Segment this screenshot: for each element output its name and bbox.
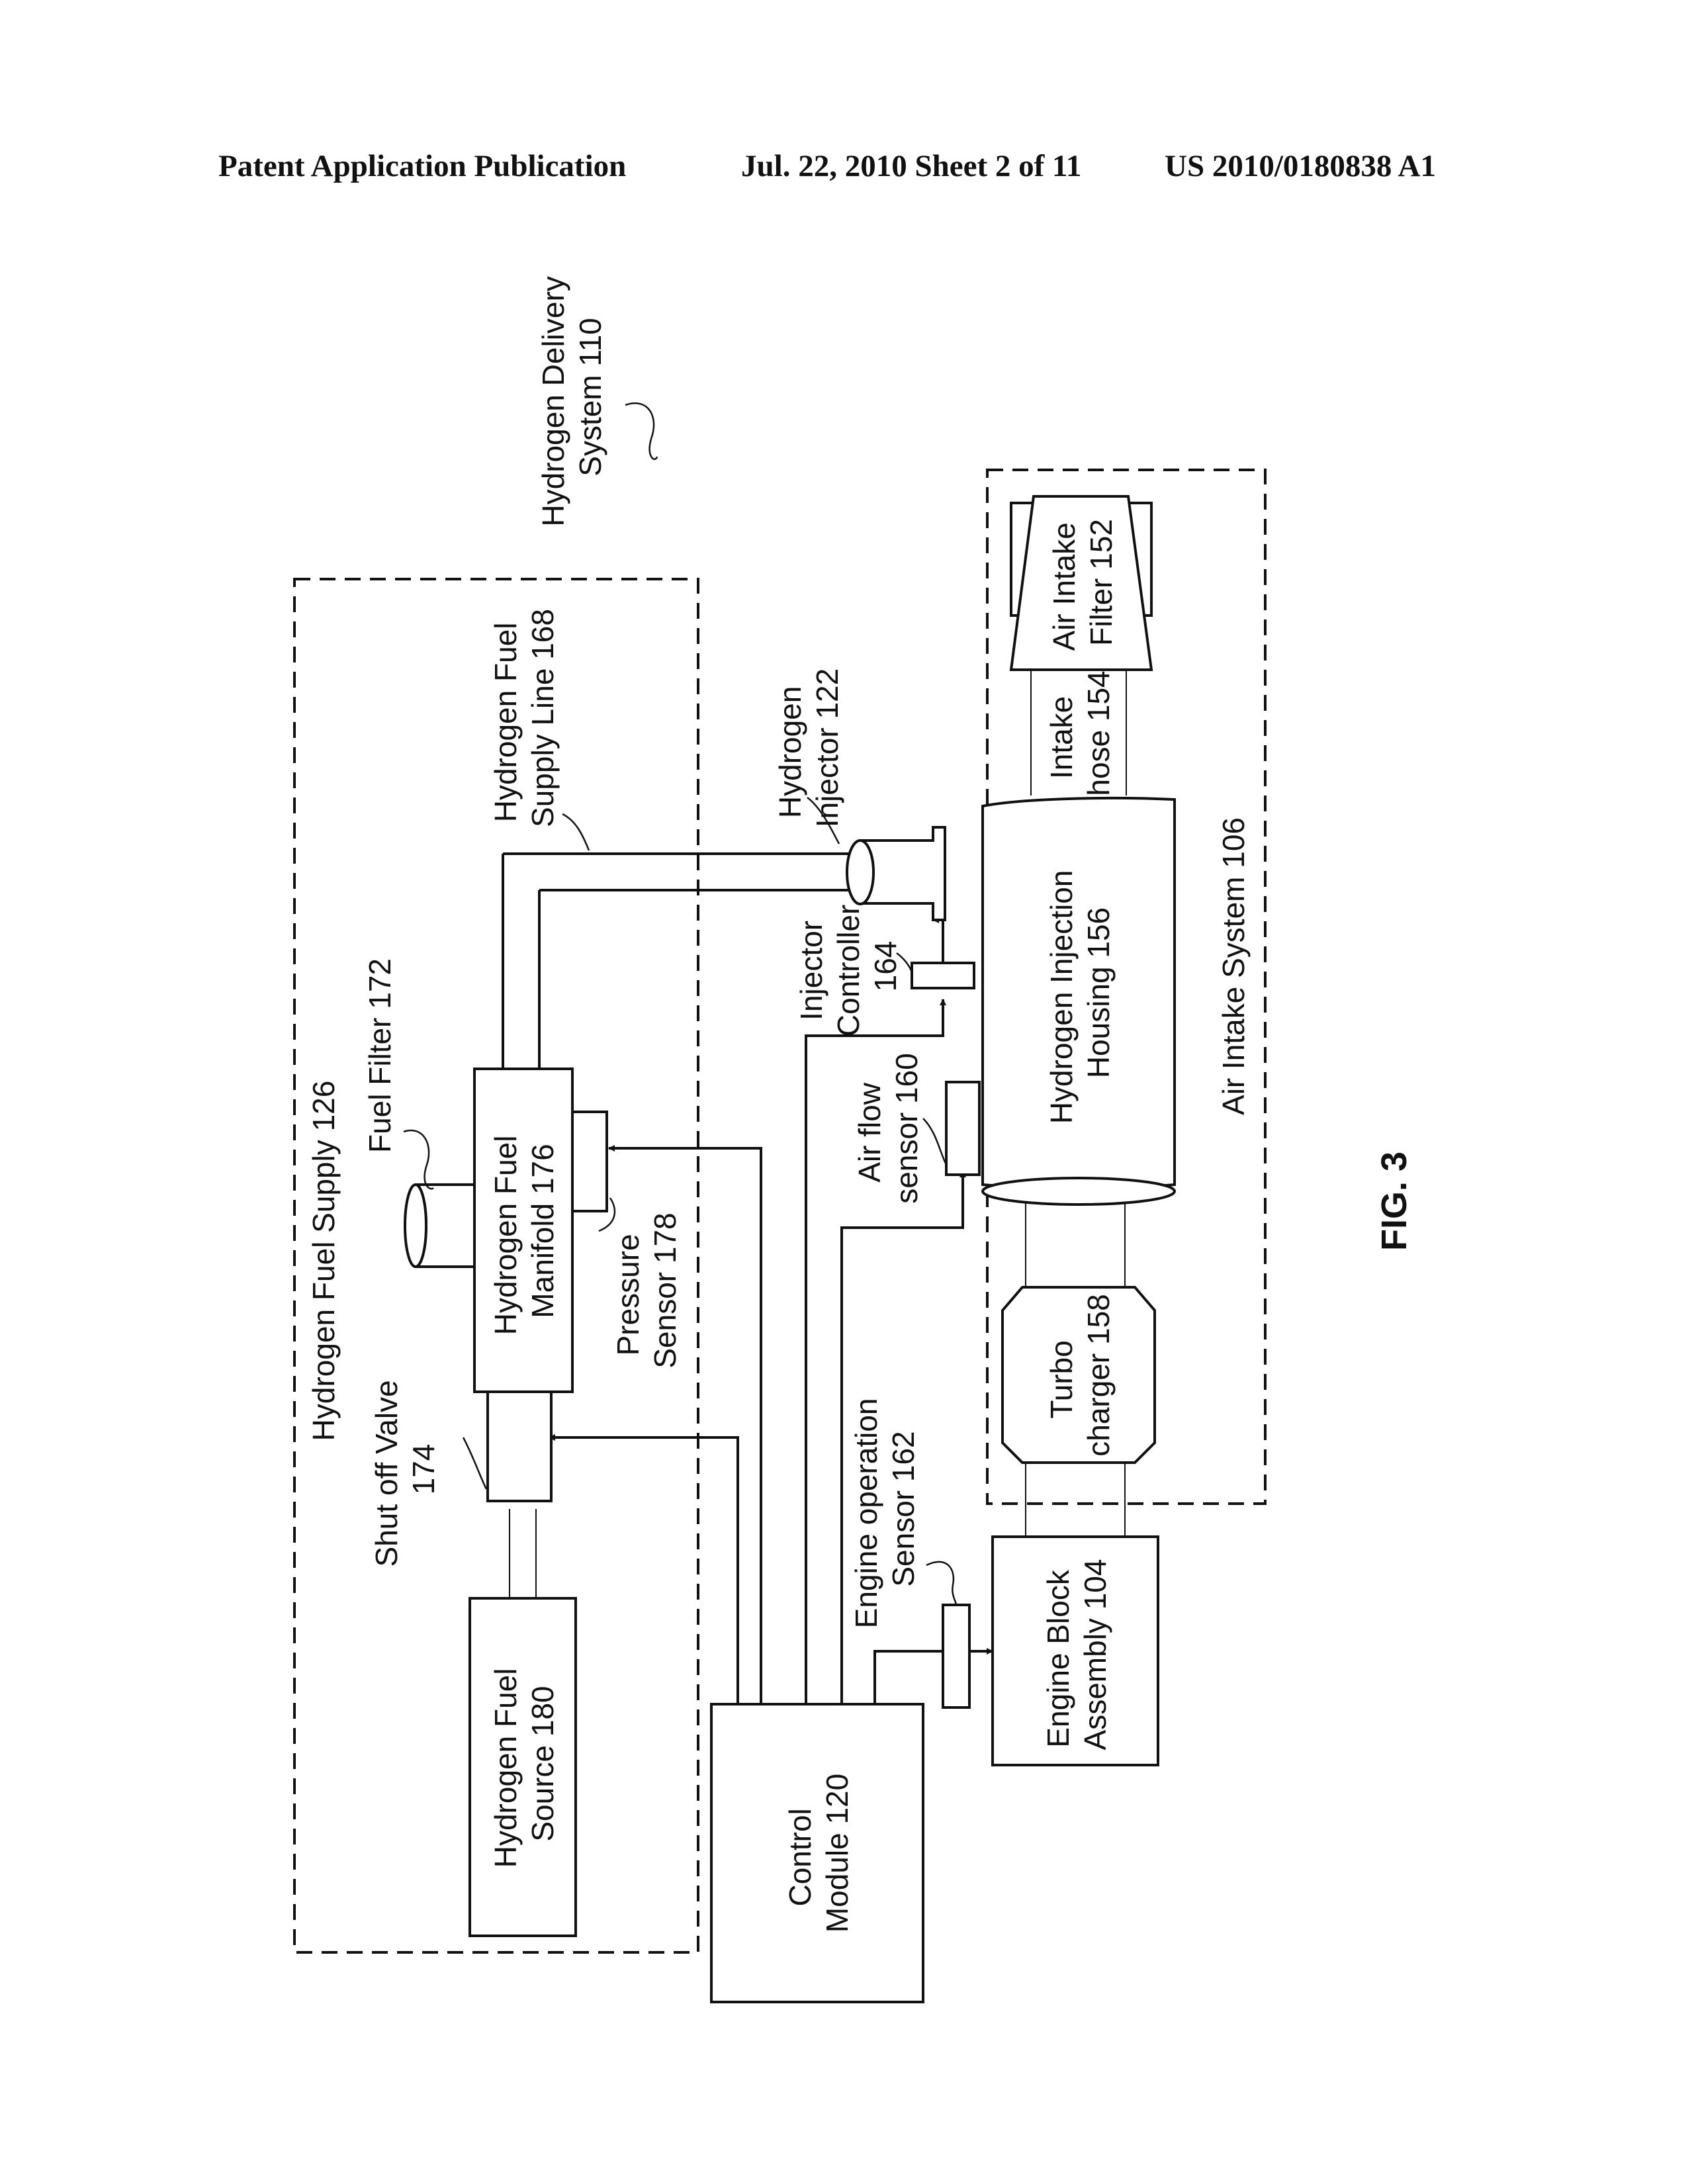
engine-block-assembly-box [993,1537,1158,1765]
hydrogen-injection-housing-end [983,1178,1175,1205]
air-flow-sensor-box [946,1082,979,1175]
hydrogen-injector-end [847,841,873,904]
air-flow-sensor-label: Air flow sensor 160 [852,1053,924,1204]
injector-controller-box [912,963,974,988]
hydrogen-injector-label: Hydrogen Injector 122 [773,668,844,827]
air-intake-system-label: Air Intake System 106 [1216,817,1251,1115]
shut-off-valve-box [488,1392,551,1501]
engine-operation-sensor-leader [926,1562,956,1605]
pressure-sensor-label: Pressure Sensor 178 [611,1212,682,1368]
engine-operation-sensor-line [875,1651,993,1704]
fuel-filter-label: Fuel Filter 172 [363,958,397,1153]
intake-hose-label: Intake hose 154 [1044,670,1116,796]
hydrogen-fuel-source-box [470,1598,576,1936]
engine-operation-sensor-box [943,1605,969,1707]
hydrogen-fuel-supply-line-label: Hydrogen Fuel Supply Line 168 [488,609,560,827]
turbo-charger-box [1003,1287,1155,1463]
pressure-sensor-box [572,1112,607,1211]
hydrogen-fuel-supply-line-leader [562,814,589,850]
fuel-filter-cylinder-end [405,1185,426,1267]
air-intake-filter-trapezoid [1011,496,1151,670]
engine-operation-sensor-label: Engine operation Sensor 162 [849,1390,920,1629]
injector-controller-to-injector-line [933,920,943,963]
air-flow-sensor-leader [923,1118,946,1165]
hydrogen-delivery-system-label: Hydrogen Delivery System 110 [536,267,607,526]
shut-off-valve-label: Shut off Valve 174 [369,1372,441,1567]
injector-controller-label: Injector Controller 164 [794,896,903,1036]
control-module-box [711,1704,923,2002]
shut-off-valve-leader [463,1437,486,1489]
figure-caption: FIG. 3 [1374,1152,1414,1251]
hydrogen-fuel-supply-label: Hydrogen Fuel Supply 126 [306,1081,341,1441]
hydrogen-delivery-system-leader [625,403,657,459]
shut-off-valve-control-line [549,1437,738,1704]
fuel-filter-leader [404,1130,433,1189]
hydrogen-injection-housing [983,798,1175,1189]
